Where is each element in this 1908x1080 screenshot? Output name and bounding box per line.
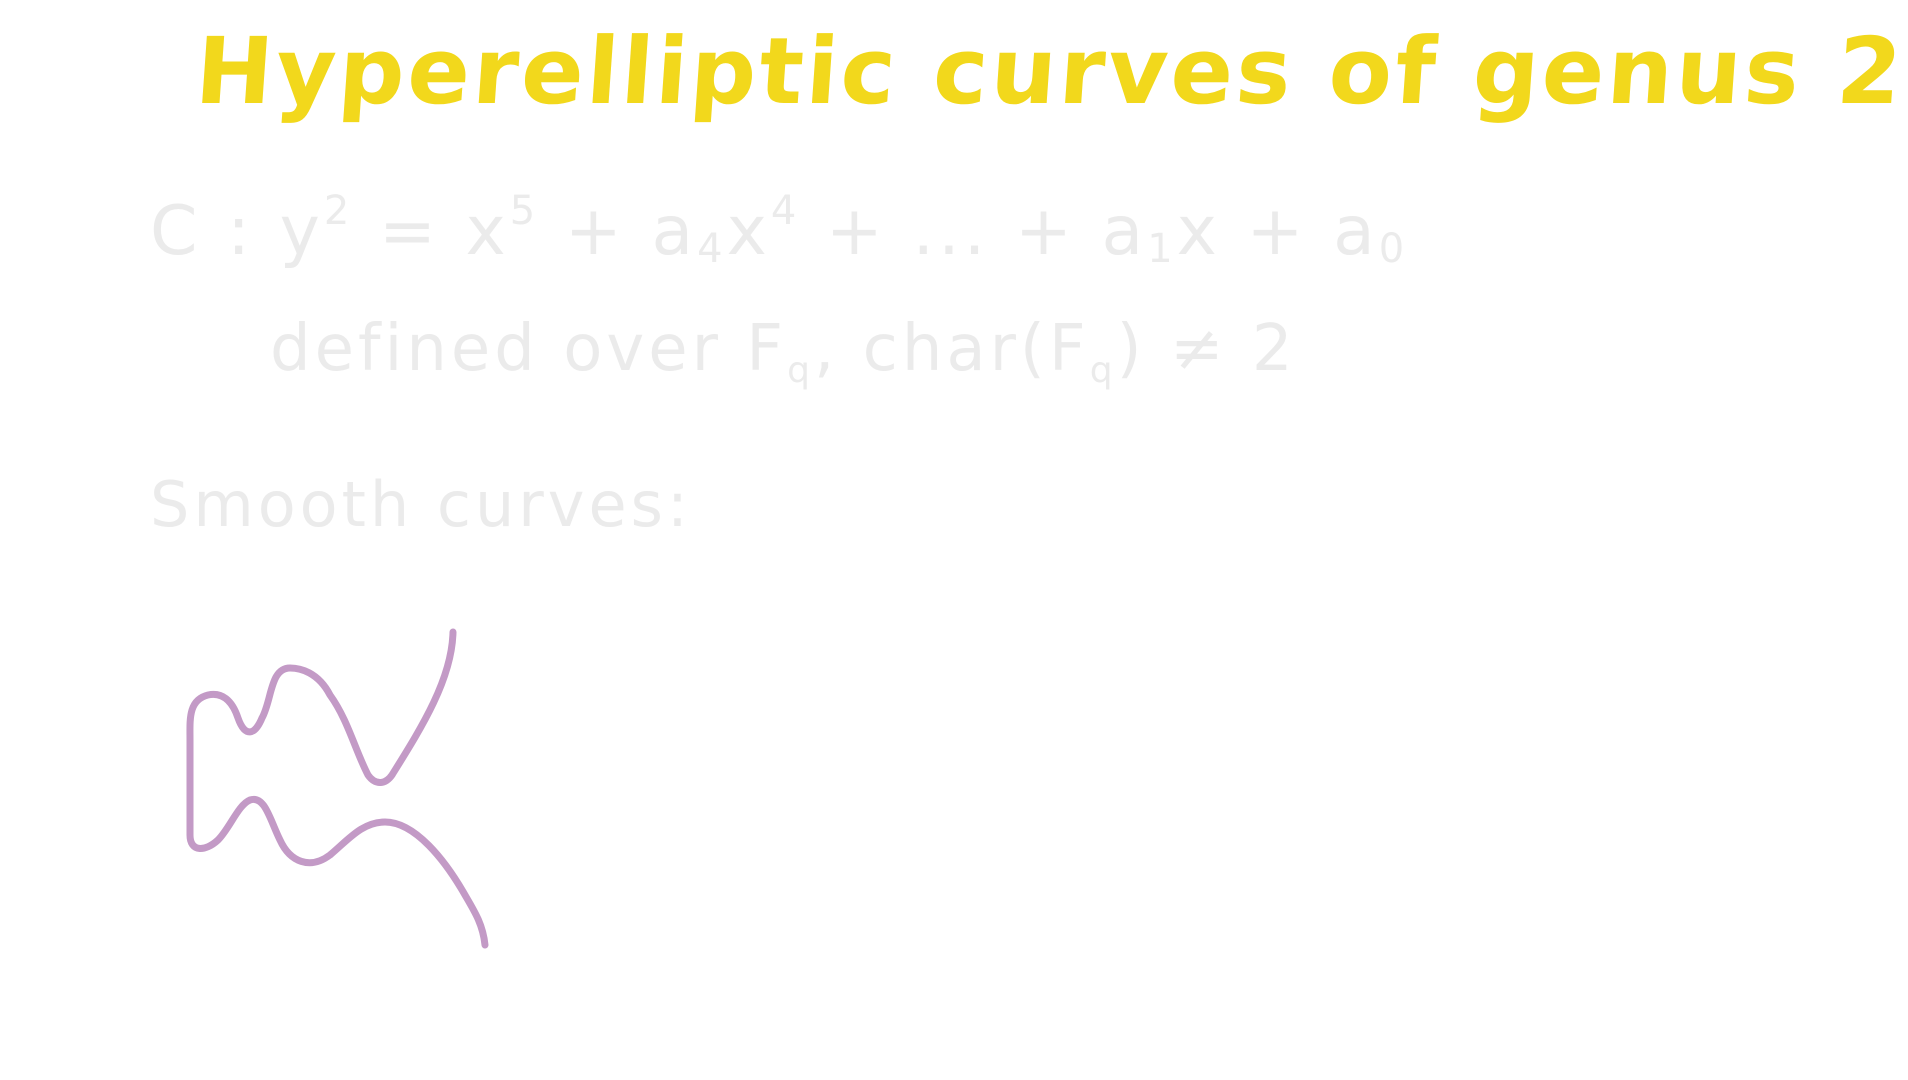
curve-equation: C : y2 = x5 + a4x4 + ... + a1x + a0 [150, 188, 1408, 272]
equation-a4-exponent: 4 [770, 188, 801, 234]
definition-part1: defined over F [270, 312, 788, 386]
definition-part3: ) ≠ 2 [1116, 312, 1297, 386]
field-definition: defined over Fq, char(Fq) ≠ 2 [270, 312, 1297, 391]
curve-lower-branch [186, 795, 489, 949]
equation-term-a4: + a [539, 192, 698, 271]
equation-a0-subscript: 0 [1378, 226, 1409, 272]
equation-tail: + ... + a [800, 192, 1148, 271]
equation-lhs: C : y [150, 192, 324, 271]
curve-upper-branch [186, 628, 457, 804]
definition-sub2: q [1089, 350, 1117, 391]
equation-x-exponent: 5 [509, 188, 540, 234]
equation-lhs-exponent: 2 [323, 188, 354, 234]
equation-a1-x: x + a [1176, 192, 1379, 271]
definition-part2: , char(F [813, 312, 1090, 386]
smooth-curve-sketch [186, 628, 489, 949]
equation-a4-subscript: 4 [697, 226, 727, 272]
equation-a1-subscript: 1 [1147, 226, 1177, 272]
equation-a4-x: x [726, 192, 771, 271]
whiteboard-canvas: Hyperelliptic curves of genus 2 C : y2 =… [150, 18, 1908, 949]
section-label: Smooth curves: [150, 468, 692, 541]
definition-sub1: q [787, 350, 814, 391]
equation-equals: = x [353, 192, 510, 271]
